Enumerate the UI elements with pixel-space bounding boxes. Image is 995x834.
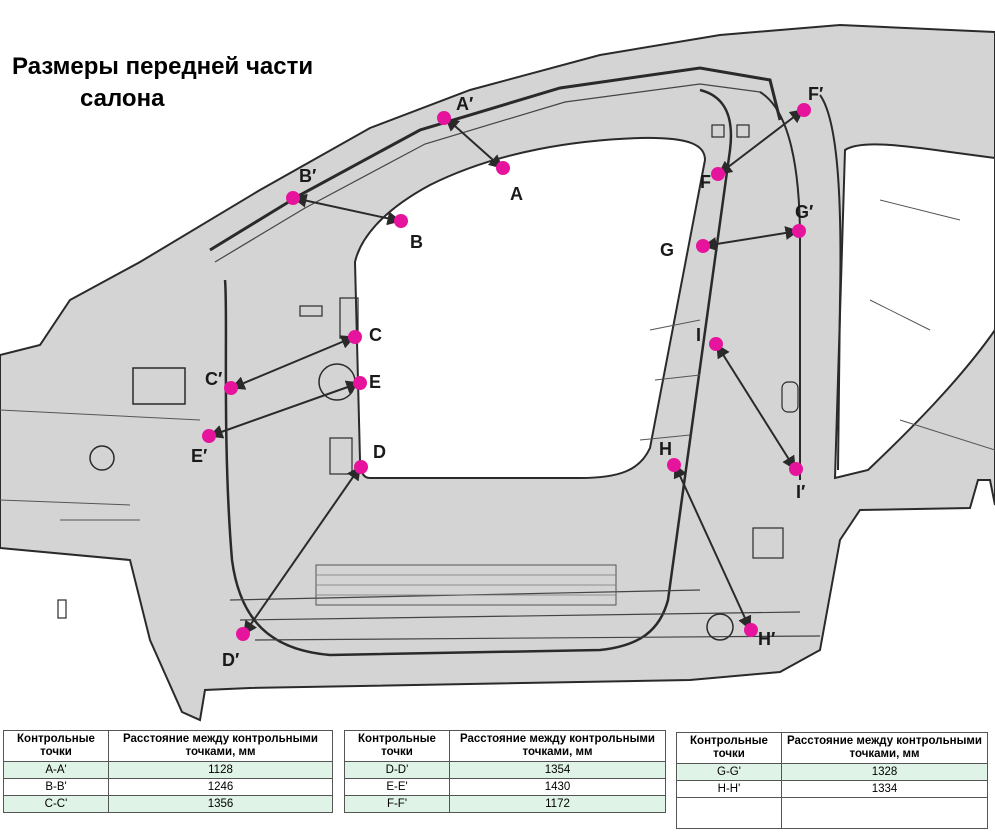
table-row: F-F' 1172 [344, 795, 666, 813]
label-b: B [410, 232, 423, 252]
line-h-h2 [673, 463, 752, 631]
measurement-table-2: Контрольные точки Расстояние между контр… [344, 730, 666, 813]
label-e: E [369, 372, 381, 392]
table-cell-points: D-D' [344, 761, 450, 779]
point-h [667, 458, 681, 472]
table-3-col2-header: Расстояние между контрольными точками, м… [781, 732, 988, 764]
line-e-e2 [208, 380, 361, 439]
table-row: B-B' 1246 [3, 778, 333, 796]
table-cell-distance: 1430 [449, 778, 666, 796]
table-2-col1-header: Контрольные точки [344, 730, 450, 762]
point-i2 [789, 462, 803, 476]
label-a: A [510, 184, 523, 204]
label-a2: A′ [456, 94, 473, 114]
rear-window-opening [833, 143, 995, 480]
point-a [496, 161, 510, 175]
point-e2 [202, 429, 216, 443]
point-f2 [797, 103, 811, 117]
table-cell-points: B-B' [3, 778, 109, 796]
table-cell-points: F-F' [344, 795, 450, 813]
table-cell-distance: 1328 [781, 763, 988, 781]
table-row: D-D' 1354 [344, 761, 666, 779]
table-cell-points: A-A' [3, 761, 109, 779]
point-labels: A′ A B′ B C C′ E E′ D D′ F′ F G G′ I I′ … [191, 84, 823, 670]
line-f-f2 [717, 109, 805, 175]
table-cell-points: E-E' [344, 778, 450, 796]
line-i-i2 [716, 343, 796, 471]
point-b2 [286, 191, 300, 205]
label-h2: H′ [758, 629, 775, 649]
point-e [353, 376, 367, 390]
label-f: F [700, 172, 711, 192]
label-c: C [369, 325, 382, 345]
table-row: A-A' 1128 [3, 761, 333, 779]
label-i: I [696, 325, 701, 345]
label-b2: B′ [299, 166, 316, 186]
point-g2 [792, 224, 806, 238]
point-a2 [437, 111, 451, 125]
table-row: H-H' 1334 [676, 780, 988, 798]
table-1-col1-header: Контрольные точки [3, 730, 109, 762]
point-f [711, 167, 725, 181]
point-d2 [236, 627, 250, 641]
table-row: E-E' 1430 [344, 778, 666, 796]
label-c2: C′ [205, 369, 222, 389]
label-e2: E′ [191, 446, 207, 466]
control-points [202, 103, 811, 641]
table-row: G-G' 1328 [676, 763, 988, 781]
measurement-table-1: Контрольные точки Расстояние между контр… [3, 730, 333, 813]
front-window-opening [353, 136, 707, 479]
point-b [394, 214, 408, 228]
diagram-title-line-1: Размеры передней части [12, 53, 314, 80]
table-cell-points: C-C' [3, 795, 109, 813]
label-i2: I′ [796, 482, 805, 502]
label-f2: F′ [808, 84, 823, 104]
line-a-a2 [444, 117, 504, 169]
table-cell-distance: 1356 [108, 795, 333, 813]
point-c2 [224, 381, 238, 395]
table-1-col2-header: Расстояние между контрольными точками, м… [108, 730, 333, 762]
measurement-table-3: Контрольные точки Расстояние между контр… [676, 732, 988, 829]
measurement-lines [208, 109, 805, 636]
table-3-col1-header: Контрольные точки [676, 732, 782, 764]
label-g2: G′ [795, 202, 813, 222]
table-row [676, 797, 988, 829]
table-cell-points: H-H' [676, 780, 782, 798]
point-c [348, 330, 362, 344]
label-g: G [660, 240, 674, 260]
point-i [709, 337, 723, 351]
table-cell-distance: 1246 [108, 778, 333, 796]
table-cell-points: G-G' [676, 763, 782, 781]
line-d-d2 [243, 465, 361, 636]
point-d [354, 460, 368, 474]
point-h2 [744, 623, 758, 637]
table-cell-distance: 1128 [108, 761, 333, 779]
diagram-title-line-2: салона [80, 85, 165, 112]
line-c-c2 [230, 335, 356, 390]
label-h: H [659, 439, 672, 459]
point-g [696, 239, 710, 253]
table-cell-distance: 1354 [449, 761, 666, 779]
line-g-g2 [702, 226, 800, 251]
label-d: D [373, 442, 386, 462]
table-cell-distance: 1334 [781, 780, 988, 798]
table-2-col2-header: Расстояние между контрольными точками, м… [449, 730, 666, 762]
label-d2: D′ [222, 650, 239, 670]
line-b-b2 [292, 193, 402, 226]
table-cell-distance: 1172 [449, 795, 666, 813]
table-row: C-C' 1356 [3, 795, 333, 813]
